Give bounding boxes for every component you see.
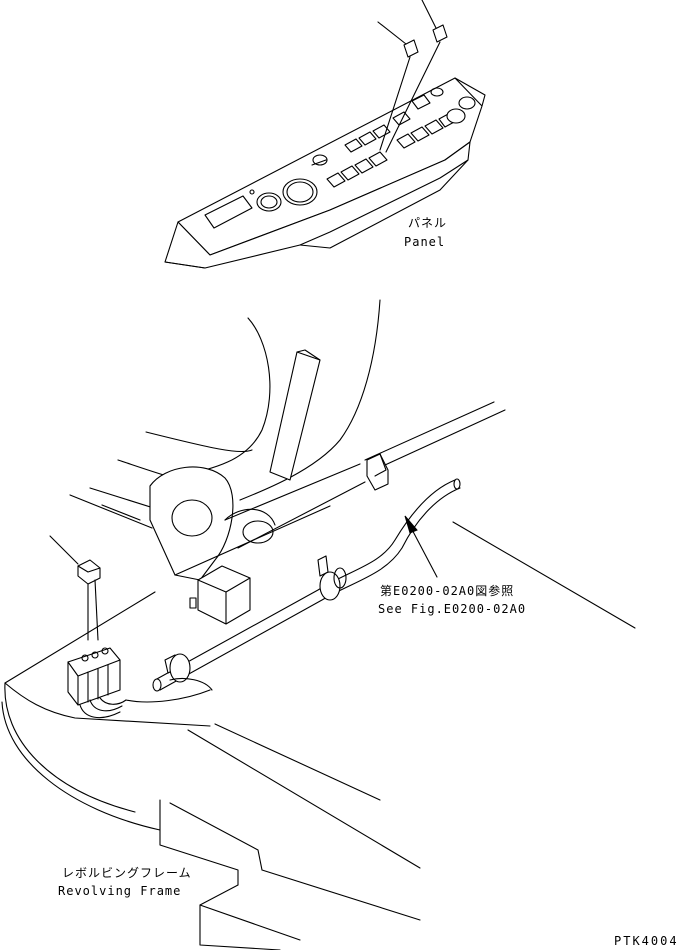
see-figure-label-japanese: 第E0200-02A0図参照 <box>380 584 515 598</box>
revolving-frame-drawing <box>1 505 636 950</box>
revolving-frame-label: Revolving Frame <box>58 884 182 898</box>
panel-label: Panel <box>404 235 446 249</box>
control-panel-drawing <box>164 0 486 269</box>
wiring-harness-drawing <box>49 478 461 719</box>
drawing-code: PTK4004 <box>614 934 679 948</box>
panel-label-japanese: パネル <box>408 216 448 230</box>
see-figure-label: See Fig.E0200-02A0 <box>378 602 527 616</box>
boom-foot-drawing <box>69 299 506 581</box>
revolving-frame-label-japanese: レボルビングフレーム <box>62 866 192 880</box>
